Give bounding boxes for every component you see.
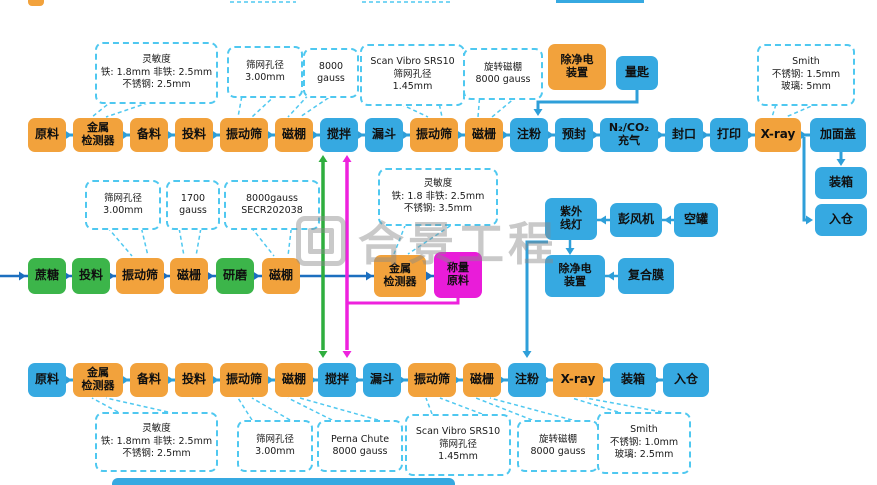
bot-mixing: 搅拌: [318, 363, 356, 397]
spec-top-screen-2: Scan Vibro SRS10 筛网孔径 1.45mm: [360, 44, 465, 106]
spec-bot-screen-1: 筛网孔径 3.00mm: [237, 420, 313, 472]
cropped-box-edge-top-left: [28, 0, 44, 6]
bot-packing: 装箱: [610, 363, 656, 397]
spec-mid-metal-detector: 灵敏度 铁: 1.8 非铁: 2.5mm 不锈钢: 3.5mm: [378, 168, 498, 226]
top-funnel: 漏斗: [365, 118, 403, 152]
top-gas-flush: N₂/CO₂ 充气: [600, 118, 658, 152]
top-raw-material: 原料: [28, 118, 66, 152]
top-warehousing: 入仓: [815, 204, 867, 236]
top-sealing: 封口: [665, 118, 703, 152]
mid-weighing: 称量 原料: [434, 252, 482, 298]
bot-magnet-1: 磁棚: [275, 363, 313, 397]
bot-raw-material: 原料: [28, 363, 66, 397]
bot-powder-filling: 注粉: [508, 363, 546, 397]
mid-magnet-1: 磁栅: [170, 258, 208, 294]
mid-magnet-2: 磁棚: [262, 258, 300, 294]
bot-feeding: 投料: [175, 363, 213, 397]
top-metal-detector: 金属 检测器: [73, 118, 123, 152]
spec-bot-screen-2: Scan Vibro SRS10 筛网孔径 1.45mm: [405, 414, 511, 476]
spec-bot-x-ray: Smith 不锈钢: 1.0mm 玻璃: 2.5mm: [597, 412, 691, 474]
mid-composite-film: 复合膜: [618, 258, 674, 294]
bot-funnel: 漏斗: [363, 363, 401, 397]
top-vibrating-screen-2: 振动筛: [410, 118, 458, 152]
top-vibrating-screen-1: 振动筛: [220, 118, 268, 152]
top-powder-filling: 注粉: [510, 118, 548, 152]
spec-top-x-ray: Smith 不锈钢: 1.5mm 玻璃: 5mm: [757, 44, 855, 106]
cropped-box-edge-bottom: [112, 478, 455, 485]
spec-bot-magnet-1: Perna Chute 8000 gauss: [317, 420, 403, 472]
spec-bot-metal-detector: 灵敏度 铁: 1.8mm 非铁: 2.5mm 不锈钢: 2.5mm: [95, 412, 218, 472]
bot-prepare: 备料: [130, 363, 168, 397]
top-mixing: 搅拌: [320, 118, 358, 152]
spec-mid-screen: 筛网孔径 3.00mm: [85, 180, 161, 230]
mid-blower: 彭风机: [610, 203, 662, 237]
top-x-ray: X-ray: [755, 118, 801, 152]
mid-static-eliminator: 除净电 装置: [545, 255, 605, 297]
spec-top-screen-1: 筛网孔径 3.00mm: [227, 46, 303, 98]
cropped-box-edge-top-center: [556, 0, 644, 3]
mid-grinding: 研磨: [216, 258, 254, 294]
bot-x-ray: X-ray: [553, 363, 603, 397]
mid-metal-detector: 金属 检测器: [374, 255, 426, 297]
bot-vibrating-screen-1: 振动筛: [220, 363, 268, 397]
spec-top-metal-detector: 灵敏度 铁: 1.8mm 非铁: 2.5mm 不锈钢: 2.5mm: [95, 42, 218, 104]
top-prepare: 备料: [130, 118, 168, 152]
spec-top-magnet-1: 8000 gauss: [303, 48, 359, 98]
top-printing: 打印: [710, 118, 748, 152]
mid-sugar: 蔗糖: [28, 258, 66, 294]
top-measuring-scoop: 量匙: [616, 56, 658, 90]
spec-mid-magnet-1: 1700 gauss: [166, 180, 220, 230]
mid-empty-can: 空罐: [674, 203, 718, 237]
spec-top-magnet-2: 旋转磁棚 8000 gauss: [463, 48, 543, 100]
bot-vibrating-screen-2: 振动筛: [408, 363, 456, 397]
mid-vibrating-screen: 振动筛: [116, 258, 164, 294]
top-magnet-2: 磁栅: [465, 118, 503, 152]
top-packing: 装箱: [815, 167, 867, 199]
top-add-lid: 加面盖: [810, 118, 866, 152]
bot-magnet-2: 磁栅: [463, 363, 501, 397]
bot-metal-detector: 金属 检测器: [73, 363, 123, 397]
spec-bot-magnet-2: 旋转磁棚 8000 gauss: [517, 420, 599, 472]
mid-feeding: 投料: [72, 258, 110, 294]
top-feeding: 投料: [175, 118, 213, 152]
top-pre-seal: 预封: [555, 118, 593, 152]
top-static-eliminator: 除净电 装置: [548, 44, 606, 90]
spec-mid-magnet-2: 8000gauss SECR202038: [224, 180, 320, 230]
top-magnet-1: 磁棚: [275, 118, 313, 152]
bot-warehousing: 入仓: [663, 363, 709, 397]
mid-uv-lamp: 紫外 线灯: [545, 198, 597, 240]
